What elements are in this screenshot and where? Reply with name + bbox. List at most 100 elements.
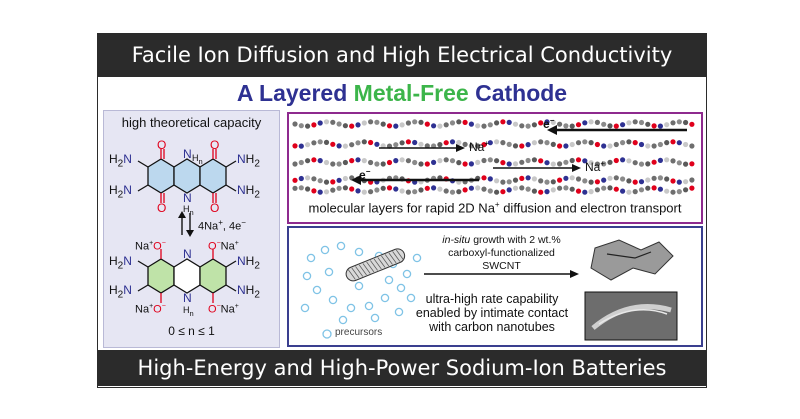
layer-atom [443, 122, 449, 128]
layer-atom [412, 189, 418, 195]
layer-atom [588, 119, 594, 125]
layer-atom [632, 179, 638, 185]
nanotube-wall-line [358, 264, 367, 276]
layer-atom [368, 189, 374, 195]
layer-atom [323, 159, 330, 166]
layer-atom [298, 123, 304, 129]
layer-atom [588, 140, 594, 146]
nanotube-wall-line [347, 269, 356, 280]
layer-atom [487, 140, 493, 146]
layer-atom [330, 187, 336, 193]
layer-atom [342, 185, 348, 191]
layer-atom [531, 140, 537, 146]
layer-atom [449, 120, 456, 126]
layer-atom [569, 123, 575, 129]
layer-atom [512, 161, 519, 167]
layer-atom [456, 160, 462, 166]
upper-left-ring [147, 158, 175, 194]
nanotube-wall-line [370, 260, 378, 271]
layer-atom [424, 161, 430, 167]
layer-atom [380, 121, 386, 127]
precursor-dot [320, 245, 330, 255]
precursor-dot [338, 315, 348, 325]
layer-atom [475, 143, 481, 149]
layer-atom [292, 177, 298, 183]
n-range: 0 ≤ n ≤ 1 [168, 324, 215, 338]
capacity-title: high theoretical capacity [121, 115, 262, 130]
layer-atom [557, 121, 563, 127]
layer-atom [323, 119, 330, 125]
layer-atom [563, 143, 569, 149]
layer-atom [456, 119, 462, 125]
layer-atom [443, 157, 449, 163]
layer-atom [563, 159, 569, 165]
electron-label-bottom: e− [359, 167, 371, 182]
hn-upper-bottom: Hn [183, 204, 194, 217]
layer-atom [575, 176, 582, 182]
precursor-dot [406, 293, 416, 303]
layer-atom [494, 158, 500, 164]
layer-atom [380, 161, 386, 167]
nanotube-wall-line [381, 255, 390, 267]
precursor-dot [302, 271, 312, 281]
hn-lower-bottom: Hn [183, 305, 194, 318]
layer-atom [525, 175, 531, 181]
layer-atom [613, 123, 619, 129]
layer-atom [487, 188, 493, 194]
layer-atom [311, 176, 317, 182]
layer-atom [323, 189, 330, 195]
layer-atom [500, 189, 506, 195]
layer-atom [405, 189, 411, 195]
layer-atom [361, 120, 367, 126]
layer-atom [456, 189, 462, 195]
layer-atom [676, 119, 682, 125]
layer-atom [462, 141, 468, 147]
nanotube-wall-line [395, 249, 404, 261]
layer-atom [538, 139, 544, 145]
layer-atom [336, 177, 342, 183]
layer-atom [349, 158, 355, 164]
layer-atom [638, 179, 645, 185]
layer-atom [620, 140, 626, 146]
layer-atom [601, 177, 607, 183]
layer-atom [431, 123, 437, 129]
layer-atom [386, 185, 393, 191]
layer-atom [399, 122, 405, 128]
layer-atom [380, 143, 386, 149]
layer-atom [683, 161, 689, 167]
layer-atom [607, 175, 613, 181]
h2n-lower-2: H2N [109, 283, 132, 301]
layer-atom [317, 139, 323, 145]
o-na-bottom-right: O−Na+ [208, 303, 239, 316]
layer-atom [651, 185, 657, 191]
layer-atom [311, 122, 317, 128]
layer-atom [626, 120, 632, 126]
layer-atom [298, 159, 304, 166]
layer-atom [620, 188, 626, 194]
layer-atom [412, 139, 418, 146]
layer-atom [657, 186, 663, 192]
layer-atom [550, 141, 556, 147]
layer-atom [330, 141, 336, 147]
layer-atom [645, 161, 651, 167]
layer-atom [538, 189, 544, 195]
layer-atom [336, 185, 342, 191]
layer-atom [683, 187, 689, 193]
layer-atom [305, 142, 311, 148]
layer-atom [683, 141, 689, 148]
layer-atom [664, 140, 670, 146]
layer-atom [626, 158, 632, 164]
layer-atom [594, 161, 600, 167]
layer-atom [676, 160, 682, 166]
layer-atom [330, 179, 336, 185]
layer-atom [481, 186, 487, 192]
layer-atom [336, 161, 342, 167]
layer-atom [544, 140, 550, 146]
precursor-dot [300, 303, 310, 313]
layer-atom [468, 185, 474, 191]
layer-atom [443, 188, 449, 194]
layer-atom [525, 123, 531, 129]
layer-atom [620, 122, 626, 128]
layer-atom [575, 140, 582, 146]
layer-atom [638, 187, 645, 193]
